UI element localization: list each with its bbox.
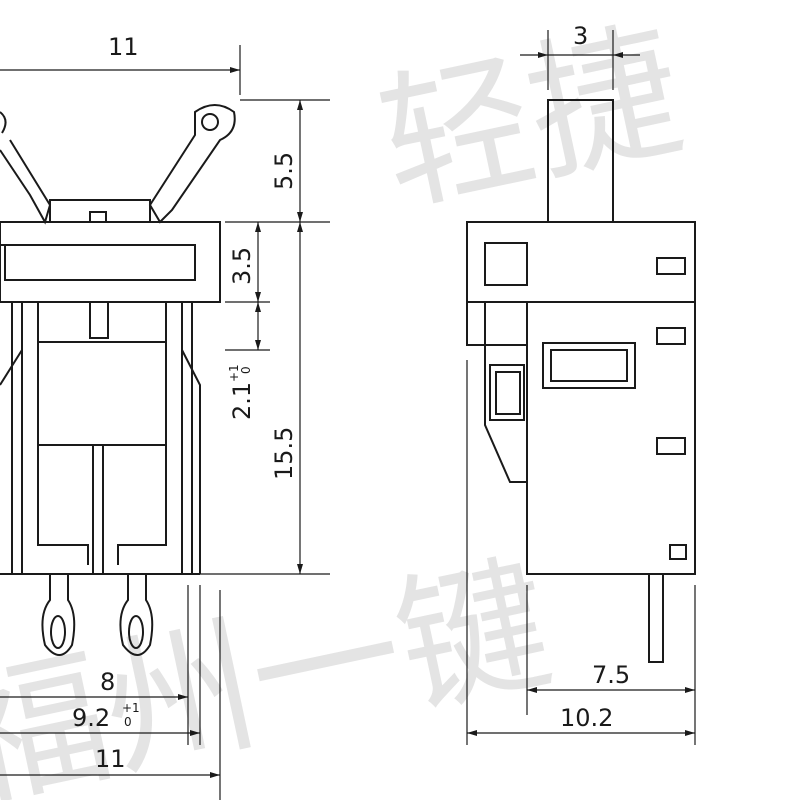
front-pins xyxy=(41,574,154,656)
front-body xyxy=(0,301,201,575)
dim-outer-pins-sup: +1 xyxy=(122,701,140,715)
front-bottom-dims: 8 9.2 +1 0 11 xyxy=(0,585,221,800)
dim-actuator-width-label: 3 xyxy=(573,22,588,50)
watermark-right: 轻捷 xyxy=(366,3,696,236)
dim-top-width: 11 xyxy=(0,33,241,95)
dim-actuator-height-label: 5.5 xyxy=(270,152,298,190)
watermark-left: 福州一键 xyxy=(0,537,565,800)
dim-pin-offset-label: 7.5 xyxy=(592,661,630,689)
dim-frame-height-label: 3.5 xyxy=(228,247,256,285)
dim-outer-pins-sub: 0 xyxy=(124,715,132,729)
dim-body-width-label: 10.2 xyxy=(560,704,613,732)
front-view: 11 xyxy=(0,33,330,800)
dim-actuator-width: 3 xyxy=(520,22,640,90)
dim-tol-height-label: 2.1 xyxy=(228,382,256,420)
front-frame xyxy=(0,221,221,303)
side-bottom-dims: 7.5 10.2 xyxy=(466,360,696,745)
side-body xyxy=(466,221,696,663)
dim-tol-height-sub: 0 xyxy=(239,366,253,374)
dim-body-height-label: 15.5 xyxy=(270,427,298,480)
rocker-levers xyxy=(0,104,236,225)
side-view: 3 xyxy=(466,22,696,745)
dim-pin-spacing-label: 8 xyxy=(100,668,115,696)
dim-bottom-width-label: 11 xyxy=(95,745,126,773)
dim-top-width-label: 11 xyxy=(108,33,139,61)
front-vertical-dims: 5.5 3.5 2.1 +1 0 15.5 xyxy=(200,99,330,575)
dim-tol-height-sup: +1 xyxy=(227,364,241,382)
dim-outer-pins-label: 9.2 xyxy=(72,704,110,732)
